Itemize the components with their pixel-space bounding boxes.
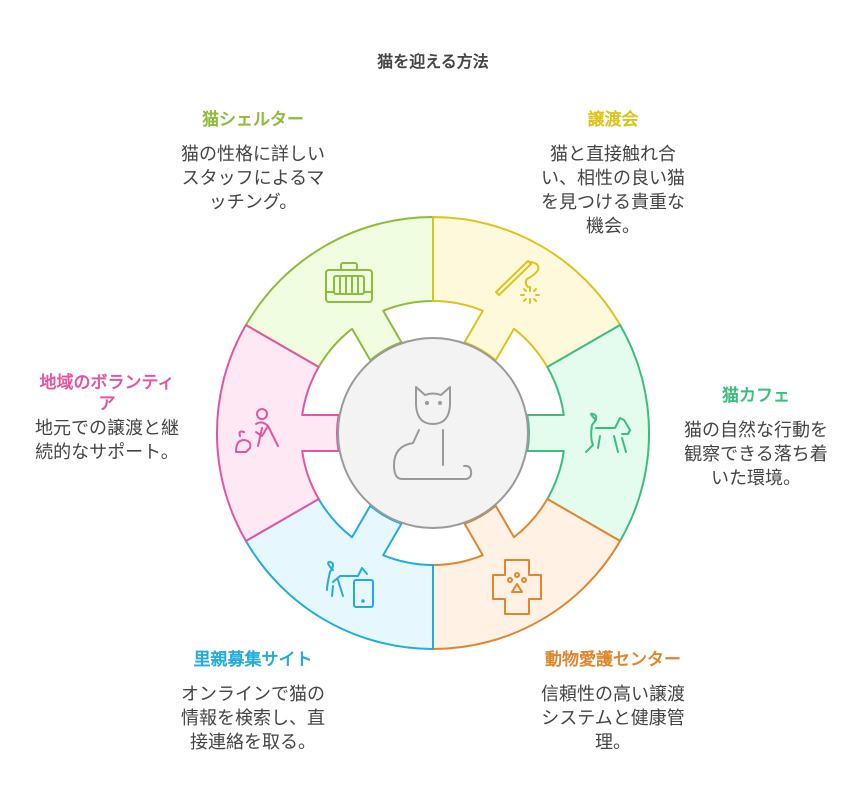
description-line: 情報を検索し、直 (181, 708, 325, 729)
description-line: スタッフによるマ (181, 168, 325, 189)
description-line: を見つける貴重な (541, 192, 685, 213)
volunteer-with-dog-icon (235, 408, 279, 453)
segment-title: 譲渡会 (587, 110, 639, 130)
description-line: システムと健康管 (541, 708, 685, 729)
ring-segment-animal-center (432, 498, 622, 650)
description-line: 猫と直接触れ合 (550, 144, 676, 165)
segment-description: 地元での譲渡と継 続的なサポート。 (7, 417, 207, 465)
description-line: い、相性の良い猫 (541, 168, 685, 189)
description-line: オンラインで猫の (181, 684, 325, 705)
segment-title: 猫カフェ (722, 386, 790, 406)
cat-toy-wand-icon (495, 260, 540, 304)
description-line: 機会。 (586, 216, 640, 237)
ring-segment-foster-site (244, 498, 434, 650)
segment-volunteers: 地域のボランティ ア 地元での譲渡と継 続的なサポート。 (7, 373, 207, 465)
description-line: 地元での譲渡と継 (35, 418, 179, 439)
segment-description: 猫の性格に詳しい スタッフによるマ ッチング。 (153, 143, 353, 215)
segment-description: 信頼性の高い譲渡 システムと健康管 理。 (513, 683, 713, 755)
title-line: ア (98, 394, 116, 414)
description-line: 猫の自然な行動を (684, 420, 828, 441)
description-line: 続的なサポート。 (35, 442, 179, 463)
description-line: いた環境。 (711, 468, 801, 489)
description-line: ッチング。 (208, 192, 298, 213)
segment-title: 猫シェルター (202, 110, 304, 130)
description-line: 猫の性格に詳しい (181, 144, 325, 165)
segment-description: オンラインで猫の 情報を検索し、直 接連絡を取る。 (153, 683, 353, 755)
title-line: 地域のボランティ (39, 373, 175, 393)
segment-title: 地域のボランティ ア (7, 373, 207, 415)
segment-animal-center: 動物愛護センター 信頼性の高い譲渡 システムと健康管 理。 (513, 649, 713, 755)
center-circle (337, 337, 529, 529)
diagram-title: 猫を迎える方法 (377, 52, 489, 71)
ring-segment-cat-cafe (526, 324, 650, 542)
paw-medical-cross-icon (492, 559, 542, 615)
segment-description: 猫と直接触れ合 い、相性の良い猫 を見つける貴重な 機会。 (513, 143, 713, 239)
segment-description: 猫の自然な行動を 観察できる落ち着 いた環境。 (656, 419, 856, 491)
segment-cat-cafe: 猫カフェ 猫の自然な行動を 観察できる落ち着 いた環境。 (656, 385, 856, 491)
pet-carrier-icon (325, 262, 373, 303)
segment-adoption-event: 譲渡会 猫と直接触れ合 い、相性の良い猫 を見つける貴重な 機会。 (513, 109, 713, 239)
description-line: 信頼性の高い譲渡 (541, 684, 685, 705)
description-line: 接連絡を取る。 (190, 732, 316, 753)
segment-title: 里親募集サイト (193, 650, 313, 670)
ring-segment-adoption-event (432, 216, 622, 368)
ring-segment-volunteers (216, 324, 340, 542)
description-line: 理。 (595, 732, 631, 753)
description-line: 観察できる落ち着 (684, 444, 828, 465)
cat-walking-icon (585, 412, 631, 453)
cat-icon (393, 386, 473, 480)
segment-shelter: 猫シェルター 猫の性格に詳しい スタッフによるマ ッチング。 (153, 109, 353, 215)
segment-foster-site: 里親募集サイト オンラインで猫の 情報を検索し、直 接連絡を取る。 (153, 649, 353, 755)
cat-smartphone-icon (326, 561, 374, 608)
segment-title: 動物愛護センター (545, 650, 681, 670)
